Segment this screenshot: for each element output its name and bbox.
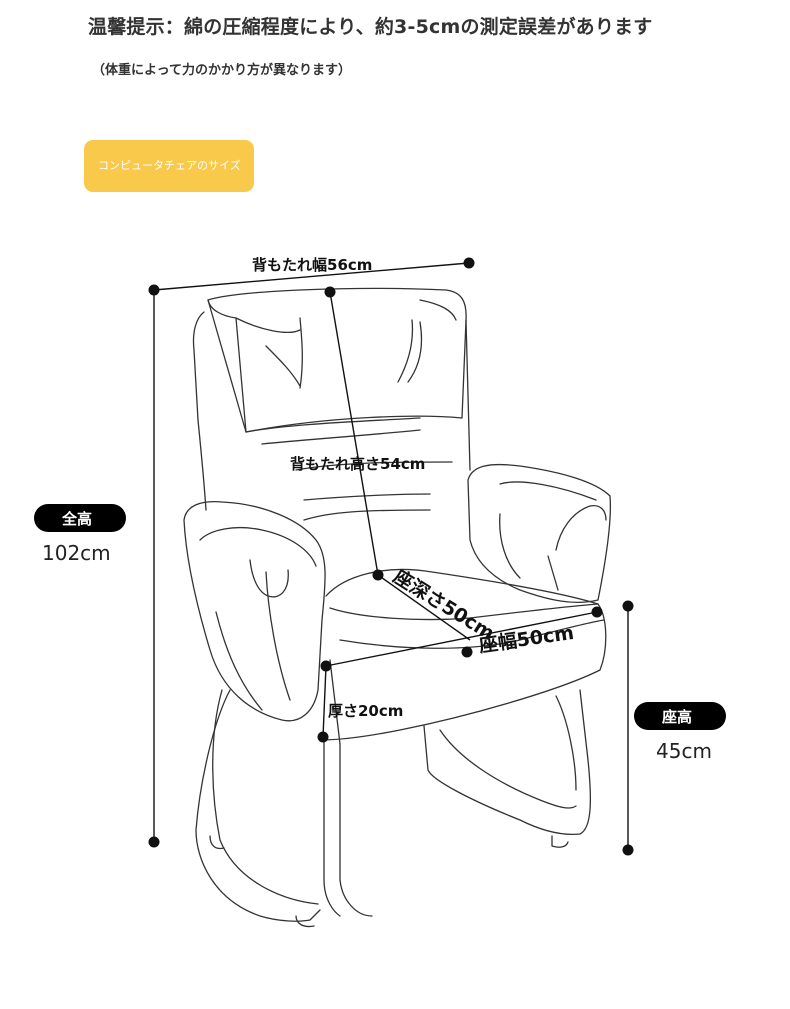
subnote-text: （体重によって力のかかり方が異なります） [92, 63, 351, 78]
dot-backrest-top [324, 286, 336, 298]
dot-total-bottom [148, 836, 160, 848]
seat-depth-label: 座深さ50cm [389, 565, 498, 645]
dot-seat-front [320, 660, 332, 672]
dot-seat-back [372, 569, 384, 581]
chair-outline [183, 287, 612, 928]
seat-height-badge: 座高 [634, 702, 726, 730]
dot-thickness-bottom [317, 731, 329, 743]
size-tag: コンピュータチェアのサイズ [84, 140, 254, 192]
dot-backrest-right [463, 257, 475, 269]
total-height-label: 全高 [61, 510, 92, 528]
dot-seat-mid [461, 646, 473, 658]
total-height-value: 102cm [42, 541, 111, 565]
backrest-height-label: 背もたれ高さ54cm [290, 455, 425, 473]
dot-seatheight-top [622, 600, 634, 612]
thickness-label: 厚さ20cm [328, 702, 403, 720]
dot-seatheight-bottom [622, 844, 634, 856]
seat-height-value: 45cm [656, 739, 712, 763]
backrest-width-label: 背もたれ幅56cm [252, 256, 372, 274]
total-height-badge: 全高 [34, 504, 126, 532]
dot-backrest-left [148, 284, 160, 296]
seat-height-label: 座高 [661, 708, 692, 726]
notice-text: 温馨提示：綿の圧縮程度により、約3-5cmの測定誤差があります [88, 16, 653, 38]
dot-seat-right [591, 606, 603, 618]
dimension-lines [153, 262, 629, 850]
dimension-dots [148, 257, 634, 856]
